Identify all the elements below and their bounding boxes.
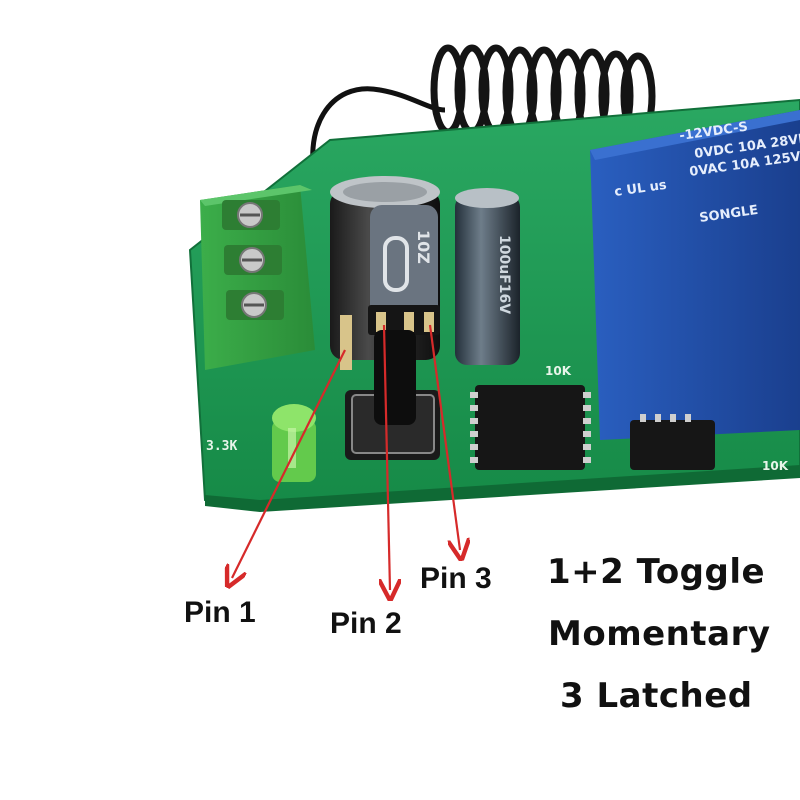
relay-cert: c UL us [613, 178, 667, 200]
relay: -12VDC-S 0VDC 10A 28VDC 0VAC 10A 125VAC … [590, 110, 800, 440]
pin2-label: Pin 2 [330, 607, 402, 640]
pin3-label: Pin 3 [420, 562, 492, 595]
pcb-edge [205, 465, 800, 512]
mode-momentary-label: Momentary [548, 614, 771, 654]
pin1-label: Pin 1 [184, 596, 256, 629]
arrow-pin3 [428, 324, 460, 550]
capacitor-small: 100uF16V [455, 188, 520, 365]
silkscreen-10k-b: 10K [762, 459, 789, 473]
silkscreen-10k-a: 10K [545, 364, 572, 378]
ic-chip-1 [470, 385, 591, 470]
mode-toggle-label: 1+2 Toggle [547, 552, 766, 592]
arrow-pin1 [232, 349, 346, 578]
resistor-silkscreen: 3.3K [206, 439, 237, 454]
green-led [272, 404, 316, 482]
arrow-pin2 [384, 324, 390, 590]
ic-chip-2 [630, 414, 715, 470]
pointer-arrows [232, 324, 460, 590]
mode-latched-label: 3 Latched [560, 676, 753, 716]
cap-mark: 10Z [414, 230, 433, 264]
jumper-cap: 10Z [370, 205, 438, 320]
capacitor-label: 100uF16V [496, 235, 512, 314]
screw-terminal [200, 185, 315, 370]
